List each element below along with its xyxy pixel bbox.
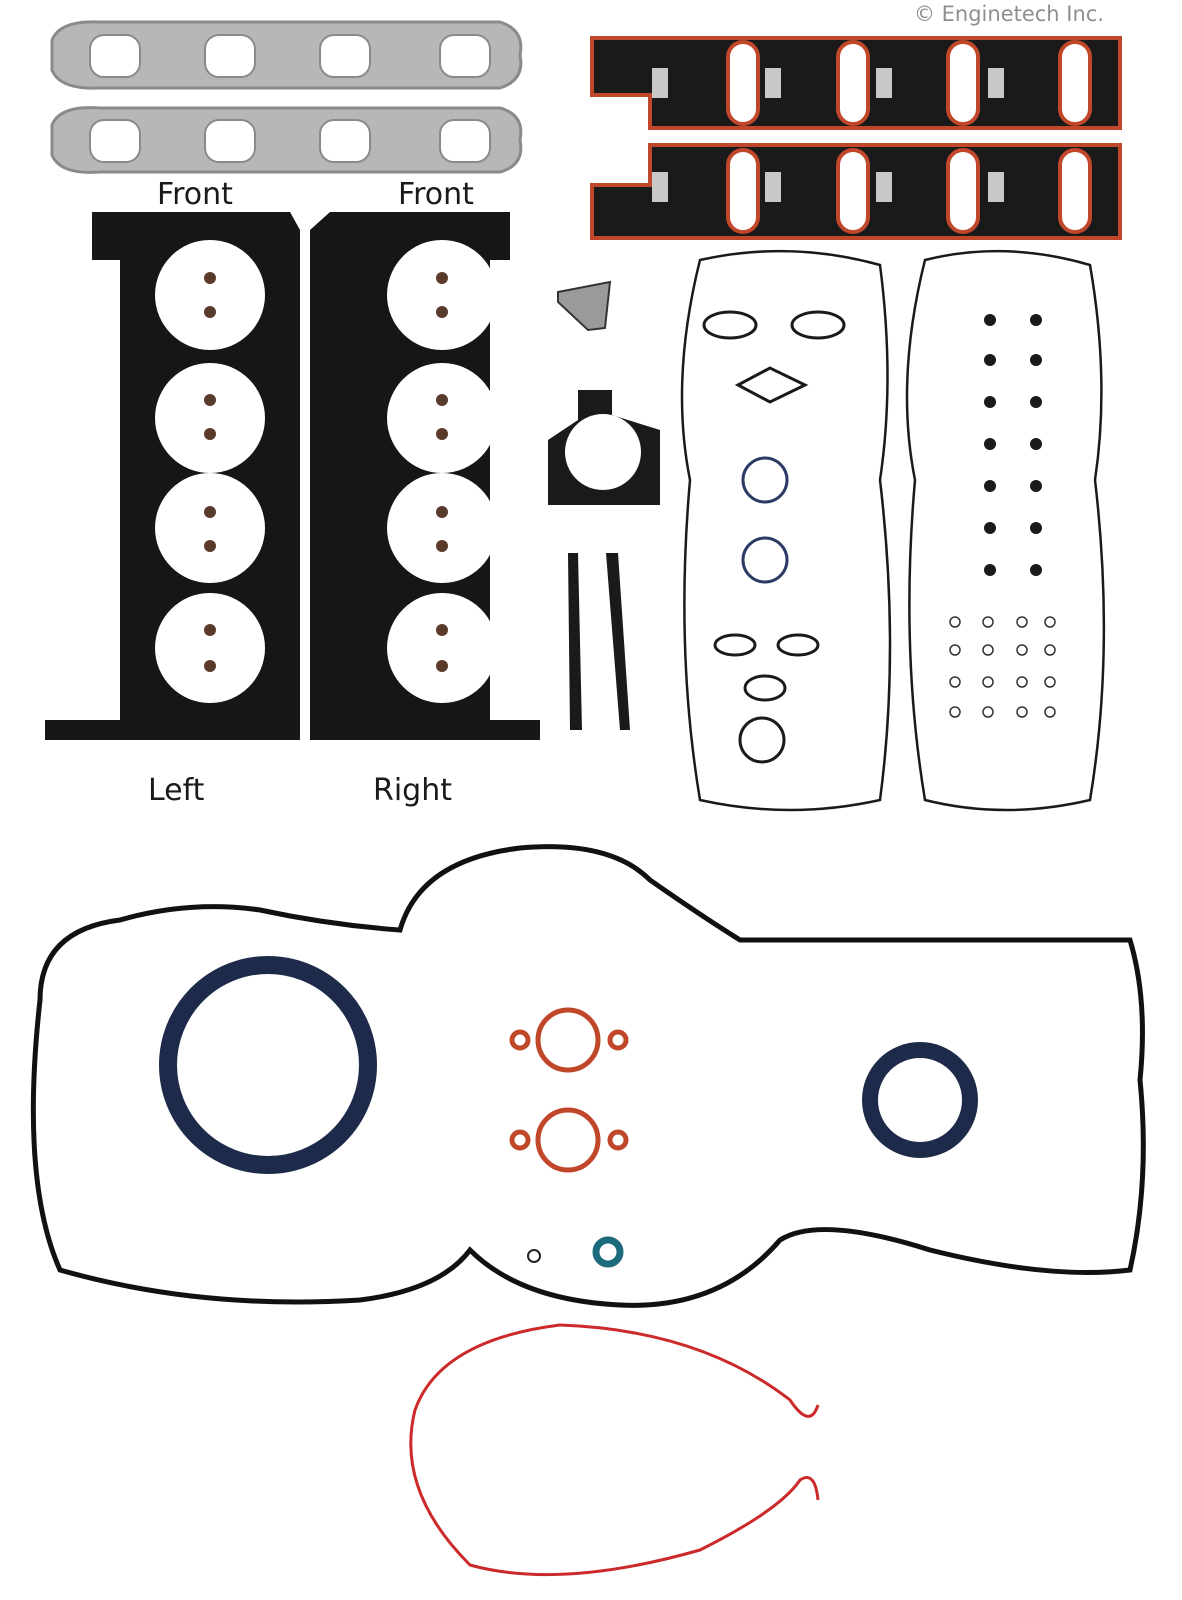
egr-gasket bbox=[557, 280, 612, 332]
exhaust-gasket-bottom bbox=[50, 106, 523, 174]
rear-main-seal bbox=[159, 956, 377, 1174]
watermark: © Enginetech Inc. bbox=[913, 2, 1104, 26]
exhaust-gasket-top bbox=[50, 20, 523, 90]
intake-gasket-bottom bbox=[590, 143, 1122, 240]
head-gasket-right bbox=[310, 212, 540, 740]
label-head-left: Left bbox=[148, 773, 205, 808]
intake-gasket-top bbox=[590, 36, 1122, 130]
head-gasket-left bbox=[45, 212, 300, 740]
oil-pan-gasket bbox=[30, 844, 1146, 1308]
label-head-right: Right bbox=[373, 773, 452, 808]
label-exhaust-front-left: Front bbox=[157, 177, 233, 212]
valve-cover-gasket-left bbox=[680, 249, 892, 812]
timing-cover-gasket bbox=[409, 1323, 820, 1577]
label-exhaust-front-right: Front bbox=[398, 177, 474, 212]
valve-cover-gasket-right bbox=[905, 249, 1106, 812]
front-crank-seal bbox=[862, 1042, 978, 1158]
